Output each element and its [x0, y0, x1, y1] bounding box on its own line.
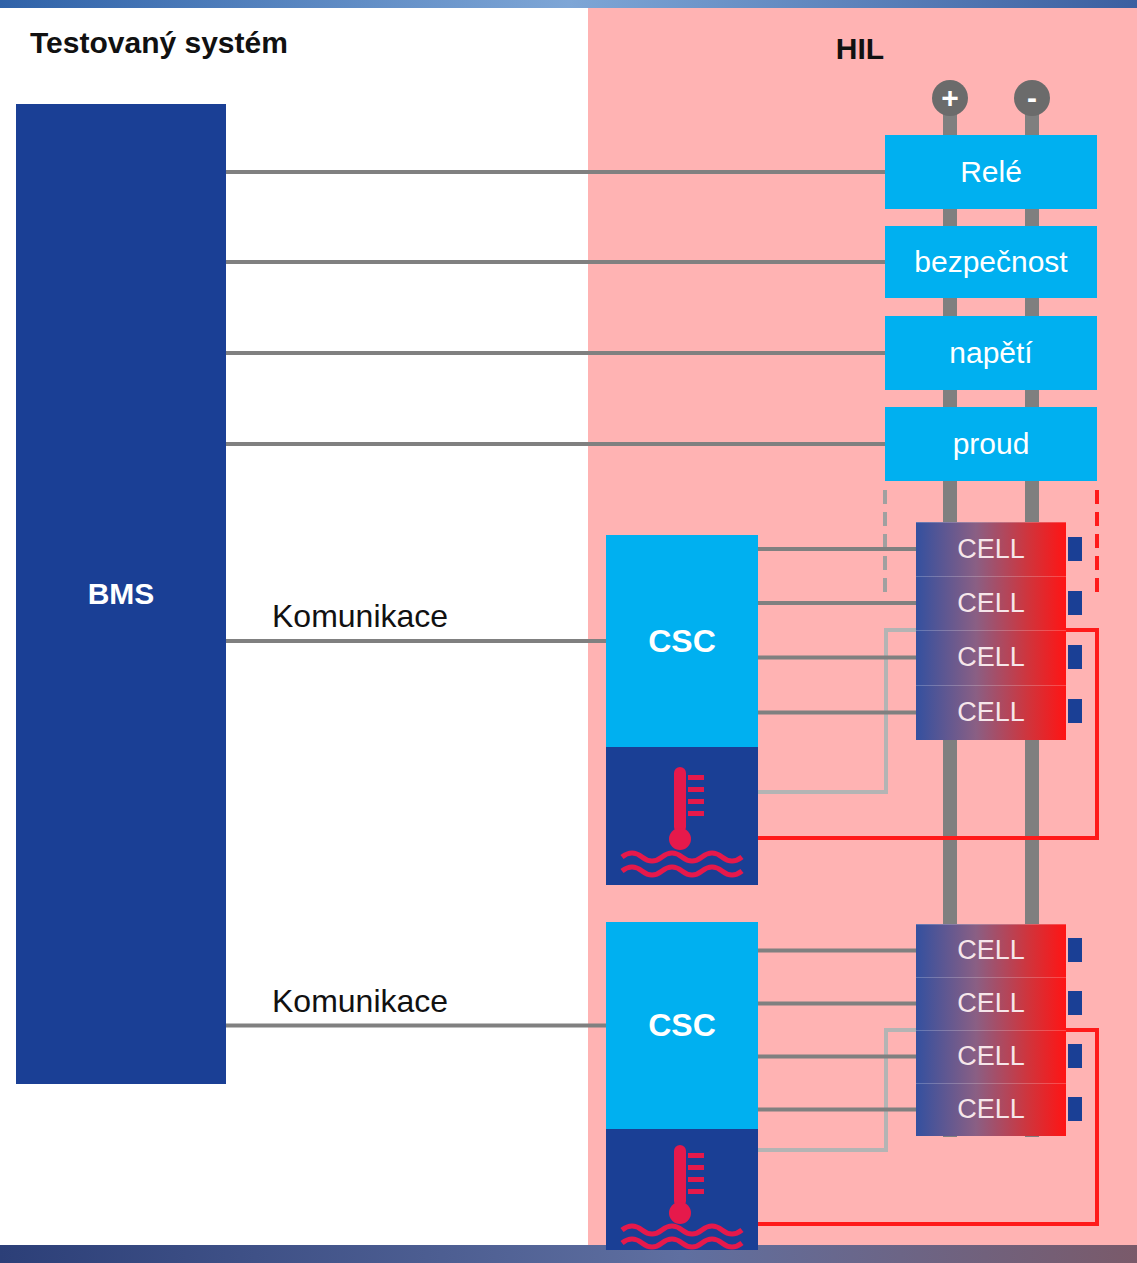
sensor-wire: [750, 630, 916, 792]
bms-box: BMS: [16, 104, 226, 1084]
node-text: CSC: [648, 1007, 716, 1044]
wave: [622, 1226, 742, 1234]
cell-tab: [1068, 537, 1082, 561]
node-text: CSC: [648, 623, 716, 660]
thermometer-stem: [674, 1145, 686, 1207]
cell-tab: [1068, 1097, 1082, 1121]
connector: [758, 1055, 916, 1059]
node-text: CELL: [957, 697, 1025, 728]
node-text: Relé: [960, 155, 1022, 190]
thermometer-tick: [688, 1189, 704, 1194]
node-text: CELL: [957, 935, 1025, 966]
connector: [226, 442, 885, 446]
thermometer-tick: [688, 775, 704, 780]
wave: [622, 867, 742, 875]
cell-box: CELL: [916, 1030, 1066, 1083]
edge-label: Komunikace: [272, 983, 448, 1020]
temperature-box: [606, 747, 758, 885]
cell-tab: [1068, 591, 1082, 615]
thermometer-bulb: [669, 828, 691, 850]
cell-tab: [1068, 699, 1082, 723]
relay-box: Relé: [885, 135, 1097, 209]
coolant-loop: [758, 630, 1097, 838]
cell-box: CELL: [916, 924, 1066, 977]
thermometer-tick: [688, 1153, 704, 1158]
cell-box: CELL: [916, 977, 1066, 1030]
csc-box: CSC: [606, 922, 758, 1129]
cell-box: CELL: [916, 1083, 1066, 1136]
hil-region-fill: [588, 8, 1137, 1245]
cell-tabs: [1068, 537, 1082, 1121]
connector: [758, 1108, 916, 1112]
dashed-line: [1095, 490, 1099, 592]
connector: [758, 711, 916, 715]
thermometer-tick: [688, 787, 704, 792]
temperature-module: [606, 747, 758, 885]
dashed-line: [883, 490, 887, 592]
connector: [758, 656, 916, 660]
node-text: HIL: [588, 32, 1132, 67]
current-box: proud: [885, 407, 1097, 481]
safety-box: bezpečnost: [885, 226, 1097, 298]
wave: [622, 853, 742, 861]
cell-box: CELL: [916, 522, 1066, 576]
cell-tab: [1068, 645, 1082, 669]
connector: [226, 639, 606, 643]
connector: [226, 1024, 606, 1028]
cell-tab: [1068, 938, 1082, 962]
hil-region: HIL + - Relé bezpečnost napětí proudCSC CELL CEL…: [588, 8, 1137, 1245]
connector: [226, 170, 885, 174]
thermometer-tick: [688, 1177, 704, 1182]
connector: [758, 547, 916, 551]
connector: [758, 949, 916, 953]
node-text: CELL: [957, 588, 1025, 619]
voltage-box: napětí: [885, 316, 1097, 390]
wave: [622, 1239, 742, 1247]
terminal-circle: -: [1014, 80, 1050, 116]
thermometer-stem: [674, 767, 686, 833]
node-text: CELL: [957, 988, 1025, 1019]
bottom-strip: [0, 1245, 1137, 1263]
csc-box: CSC: [606, 535, 758, 747]
edge-label: Komunikace: [272, 598, 448, 635]
temperature-module: [606, 1129, 758, 1250]
node-text: bezpečnost: [914, 245, 1067, 280]
cell-box: CELL: [916, 630, 1066, 685]
connector: [758, 601, 916, 605]
sensor-wire: [750, 1030, 916, 1150]
node-text: BMS: [88, 577, 155, 612]
thermometer-tick: [688, 1165, 704, 1170]
temperature-box: [606, 1129, 758, 1250]
connector: [758, 1002, 916, 1006]
thermometer-tick: [688, 799, 704, 804]
thermometer-tick: [688, 811, 704, 816]
terminal-circle: +: [932, 80, 968, 116]
top-strip: [0, 0, 1137, 8]
node-text: -: [1027, 81, 1037, 116]
thermometer-bulb: [669, 1202, 691, 1224]
coolant-loop: [758, 1030, 1097, 1224]
node-text: CELL: [957, 1041, 1025, 1072]
cell-tab: [1068, 1044, 1082, 1068]
node-text: CELL: [957, 1094, 1025, 1125]
cell-box: CELL: [916, 576, 1066, 630]
node-text: CELL: [957, 534, 1025, 565]
connector: [226, 260, 885, 264]
node-text: +: [941, 81, 959, 116]
cell-tab: [1068, 991, 1082, 1015]
node-text: CELL: [957, 642, 1025, 673]
connector: [226, 351, 885, 355]
node-text: proud: [953, 427, 1030, 462]
cell-box: CELL: [916, 685, 1066, 740]
region-heading: Testovaný systém: [30, 26, 288, 61]
node-text: napětí: [949, 336, 1032, 371]
